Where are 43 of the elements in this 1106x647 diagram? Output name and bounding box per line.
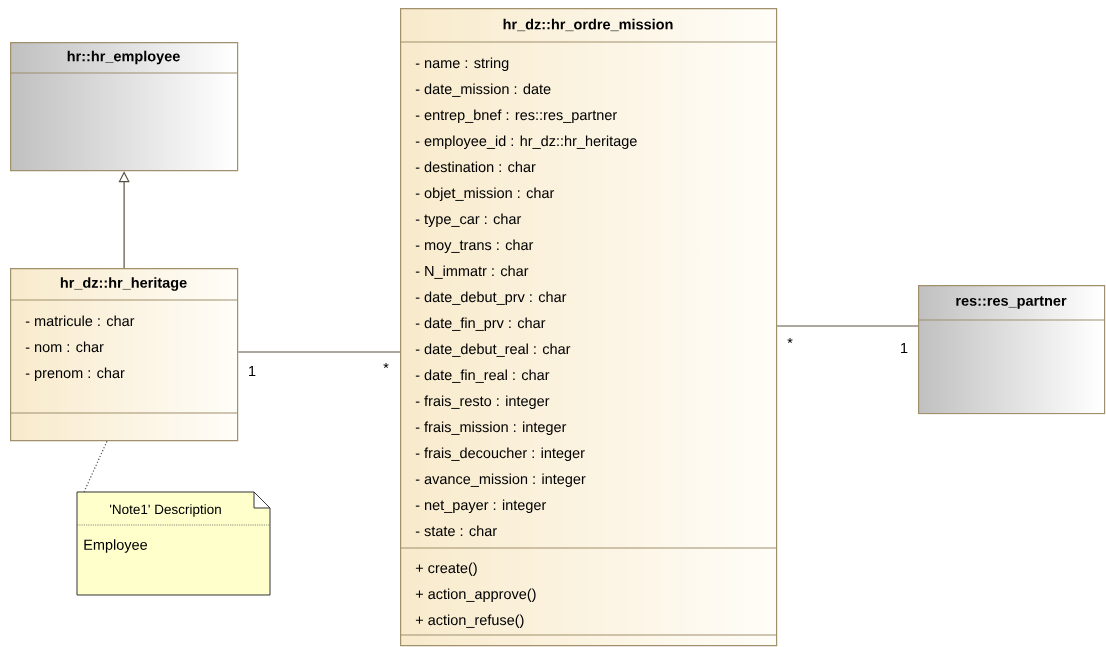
attribute-text: - date_fin_prv : char <box>415 317 546 331</box>
multiplicity-label: * <box>383 363 389 369</box>
attribute-text: - N_immatr : char <box>415 265 529 279</box>
attribute-text: - state : char <box>415 525 497 537</box>
attribute-text: - type_car : char <box>415 213 522 227</box>
attribute-text: - nom : char <box>25 341 104 353</box>
operation-text: + action_refuse() <box>415 614 524 628</box>
attribute-text: - matricule : char <box>25 315 135 327</box>
attribute-text: - name : string <box>415 57 509 71</box>
attribute-text: - prenom : char <box>25 367 125 381</box>
attribute-text: - frais_decoucher : integer <box>415 447 585 461</box>
multiplicity-label: * <box>787 338 793 344</box>
note-title: 'Note1' Description <box>109 504 221 517</box>
operation-text: + action_approve() <box>415 588 536 602</box>
attribute-text: - frais_mission : integer <box>415 421 567 435</box>
attribute-text: - objet_mission : char <box>415 187 555 201</box>
attribute-text: - date_fin_real : char <box>415 369 550 383</box>
class-box <box>9 268 239 442</box>
class-name: hr_dz::hr_heritage <box>60 277 187 291</box>
attribute-text: - date_mission : date <box>415 83 551 97</box>
class-name: res::res_partner <box>956 296 1067 309</box>
association-line <box>776 325 919 327</box>
attribute-text: - avance_mission : integer <box>415 473 586 487</box>
class-box <box>9 42 239 172</box>
class-box <box>917 285 1106 415</box>
class-name: hr::hr_employee <box>67 50 180 65</box>
attribute-text: - frais_resto : integer <box>415 395 550 409</box>
attribute-text: - destination : char <box>415 161 536 173</box>
operation-text: + create() <box>415 562 477 576</box>
note-text: Employee <box>84 539 148 553</box>
attribute-text: - date_debut_real : char <box>415 343 571 357</box>
class-name: hr_dz::hr_ordre_mission <box>503 18 673 32</box>
note-link <box>83 440 108 493</box>
multiplicity-label: 1 <box>249 366 256 376</box>
association-line <box>237 351 401 353</box>
attribute-text: - entrep_bnef : res::res_partner <box>415 109 617 123</box>
note-box <box>76 491 271 596</box>
generalization-arrow <box>118 171 130 269</box>
class-box <box>399 8 778 647</box>
attribute-text: - net_payer : integer <box>415 499 547 513</box>
attribute-text: - date_debut_prv : char <box>415 291 567 305</box>
attribute-text: - employee_id : hr_dz::hr_heritage <box>415 135 637 149</box>
attribute-text: - moy_trans : char <box>415 239 534 253</box>
